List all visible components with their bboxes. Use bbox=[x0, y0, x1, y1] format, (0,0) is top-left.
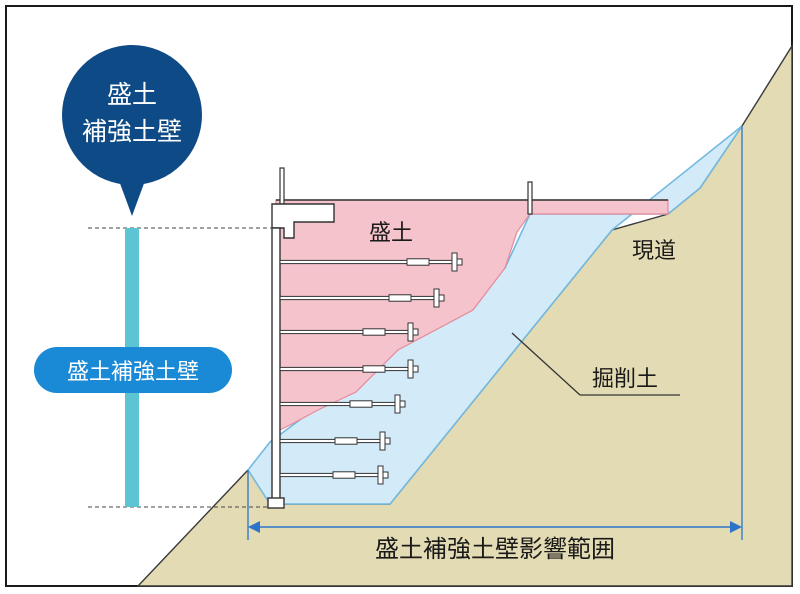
anchor-bar bbox=[279, 394, 406, 414]
wall-pill-label: 盛土補強土壁 bbox=[34, 347, 232, 393]
guard-post bbox=[527, 181, 533, 215]
badge-line-1: 盛土 bbox=[107, 80, 157, 109]
wall-pill-text: 盛土補強土壁 bbox=[67, 360, 199, 385]
wall-facing bbox=[267, 167, 335, 509]
anchor-bar bbox=[279, 359, 419, 379]
label-existing-road: 現道 bbox=[632, 239, 676, 264]
anchor-bar bbox=[279, 322, 419, 342]
label-embankment: 盛土 bbox=[369, 221, 413, 246]
label-excavated-soil: 掘削土 bbox=[592, 367, 658, 392]
anchor-bar bbox=[279, 288, 445, 308]
label-influence-range: 盛土補強土壁影響範囲 bbox=[375, 535, 615, 563]
influence-range-dimension bbox=[247, 126, 743, 540]
anchor-bar bbox=[279, 431, 391, 451]
anchor-bar bbox=[279, 465, 389, 485]
embankment-fill bbox=[275, 199, 669, 433]
wall-badge: 盛土 補強土壁 bbox=[62, 45, 202, 216]
anchor-bar bbox=[279, 252, 463, 272]
badge-line-2: 補強土壁 bbox=[82, 117, 182, 146]
reinforcement-anchors bbox=[279, 252, 463, 485]
leader-line bbox=[511, 332, 581, 396]
